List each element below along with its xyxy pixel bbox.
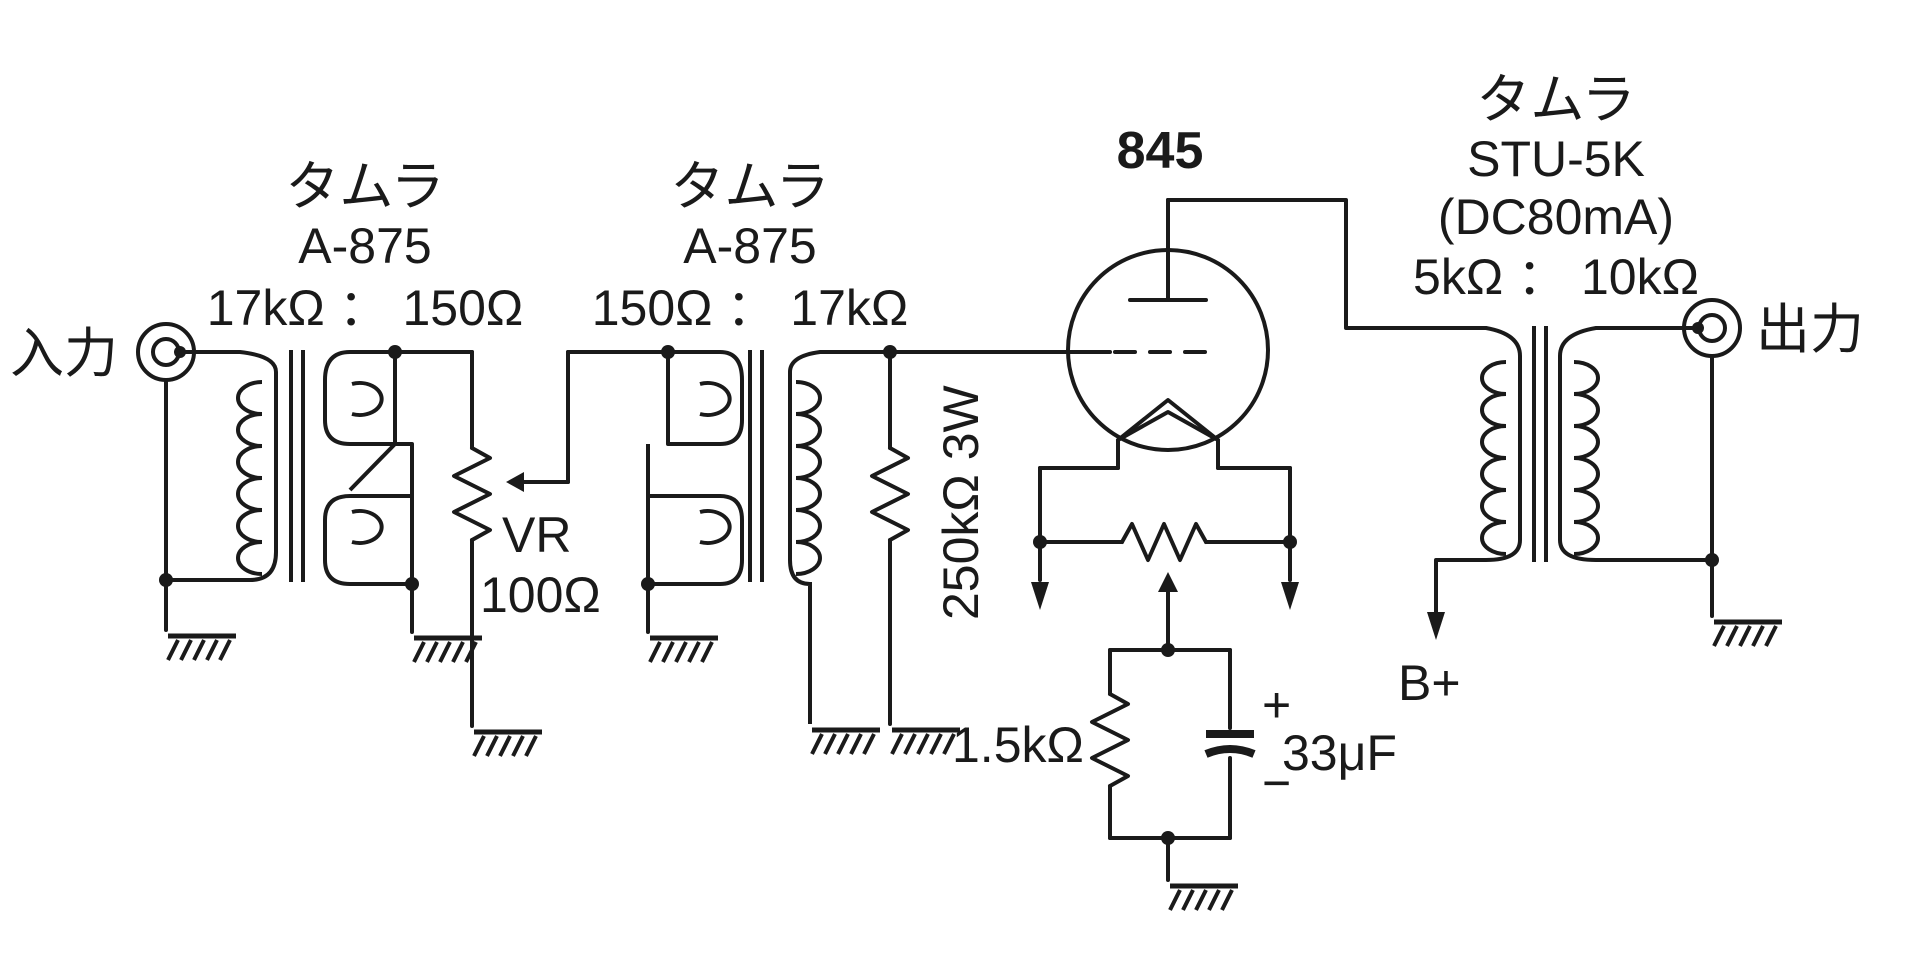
output-primary-coil [1480, 360, 1507, 556]
output-jack [1682, 298, 1742, 358]
primary-coil-1 [236, 380, 263, 576]
grid-resistor-label: 250kΩ 3W [933, 385, 989, 621]
transformer1-maker: タムラ [285, 157, 444, 217]
input-transformer-2: タムラ A-875 150Ω ： 17kΩ [566, 157, 909, 724]
b-plus-label: B+ [1398, 655, 1461, 711]
tube-label: 845 [1117, 122, 1204, 180]
output-transformer [1436, 326, 1712, 562]
cathode-resistor-label: 1.5kΩ [952, 717, 1084, 773]
output-secondary-coil [1573, 360, 1600, 556]
output-label: 出力 [1756, 300, 1864, 360]
transformer2-ratio: 150Ω ： 17kΩ [592, 280, 909, 336]
cathode-resistor [1090, 692, 1130, 788]
cap-minus: − [1262, 755, 1291, 811]
hum-balance-pot [1120, 522, 1208, 562]
input-label: 入力 [10, 324, 118, 384]
output-transformer-ratio: 5kΩ ： 10kΩ [1413, 249, 1699, 305]
cap-plus: + [1262, 677, 1291, 733]
output-transformer-maker: タムラ [1476, 70, 1635, 130]
transformer1-model: A-875 [298, 218, 431, 274]
input-transformer-1: タムラ A-875 17kΩ ： 150Ω [166, 157, 524, 586]
output-transformer-model: STU-5K [1467, 131, 1645, 187]
volume-potentiometer [452, 350, 570, 728]
vr-value: 100Ω [480, 567, 601, 623]
secondary-coil-2 [795, 380, 822, 576]
tube-845 [888, 198, 1270, 470]
cathode-capacitor-label: 33μF [1282, 725, 1397, 781]
cathode-capacitor [1204, 730, 1256, 758]
grid-resistor [870, 350, 910, 726]
transformer2-model: A-875 [683, 218, 816, 274]
vr-name: VR [502, 507, 571, 563]
transformer1-ratio: 17kΩ ： 150Ω [207, 280, 524, 336]
output-transformer-spec: (DC80mA) [1438, 189, 1674, 245]
transformer2-maker: タムラ [670, 157, 829, 217]
